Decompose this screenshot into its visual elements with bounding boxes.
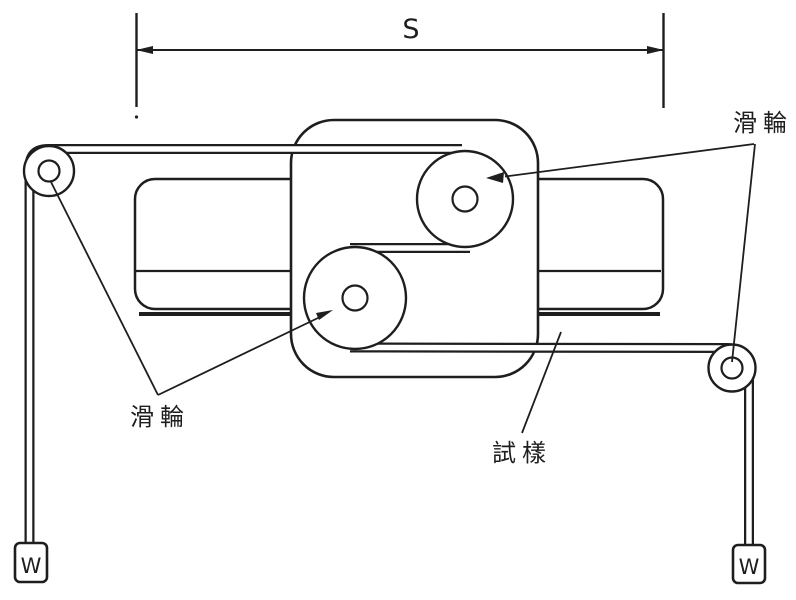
span-dimension-label: S — [402, 14, 419, 45]
left-guide-block — [133, 177, 312, 311]
pulleys — [22, 144, 757, 393]
right-guide-block — [516, 177, 665, 311]
leader-specimen — [521, 331, 562, 434]
right-weight-label: W — [739, 555, 760, 579]
left-weight-box — [13, 541, 49, 584]
extension-line-dot — [134, 115, 139, 119]
weights — [13, 541, 767, 585]
upper-carriage-pulley-hub — [451, 185, 479, 213]
left-weight-label: W — [21, 554, 42, 578]
leader-lines — [50, 143, 756, 434]
leader-right-to-upper-pulley — [504, 143, 755, 178]
lower-carriage-pulley-hub — [341, 284, 369, 312]
dimension-arrow-left — [136, 46, 153, 54]
leader-left-to-lower-pulley — [157, 316, 321, 396]
pulley-label-left: 滑輪 — [130, 403, 190, 431]
leader-arrowhead-lower-pulley — [316, 310, 333, 320]
leader-left-to-corner-pulley — [50, 181, 159, 396]
left-corner-pulley-hub — [37, 159, 61, 183]
leader-right-to-corner-pulley — [731, 143, 756, 363]
dimension-arrow-right — [647, 46, 664, 54]
specimen-label: 試樣 — [492, 439, 552, 467]
pulley-label-right: 滑輪 — [733, 109, 793, 137]
right-weight-box — [731, 543, 767, 585]
leader-arrowhead-upper-pulley — [486, 172, 504, 183]
span-dimension — [134, 13, 665, 119]
